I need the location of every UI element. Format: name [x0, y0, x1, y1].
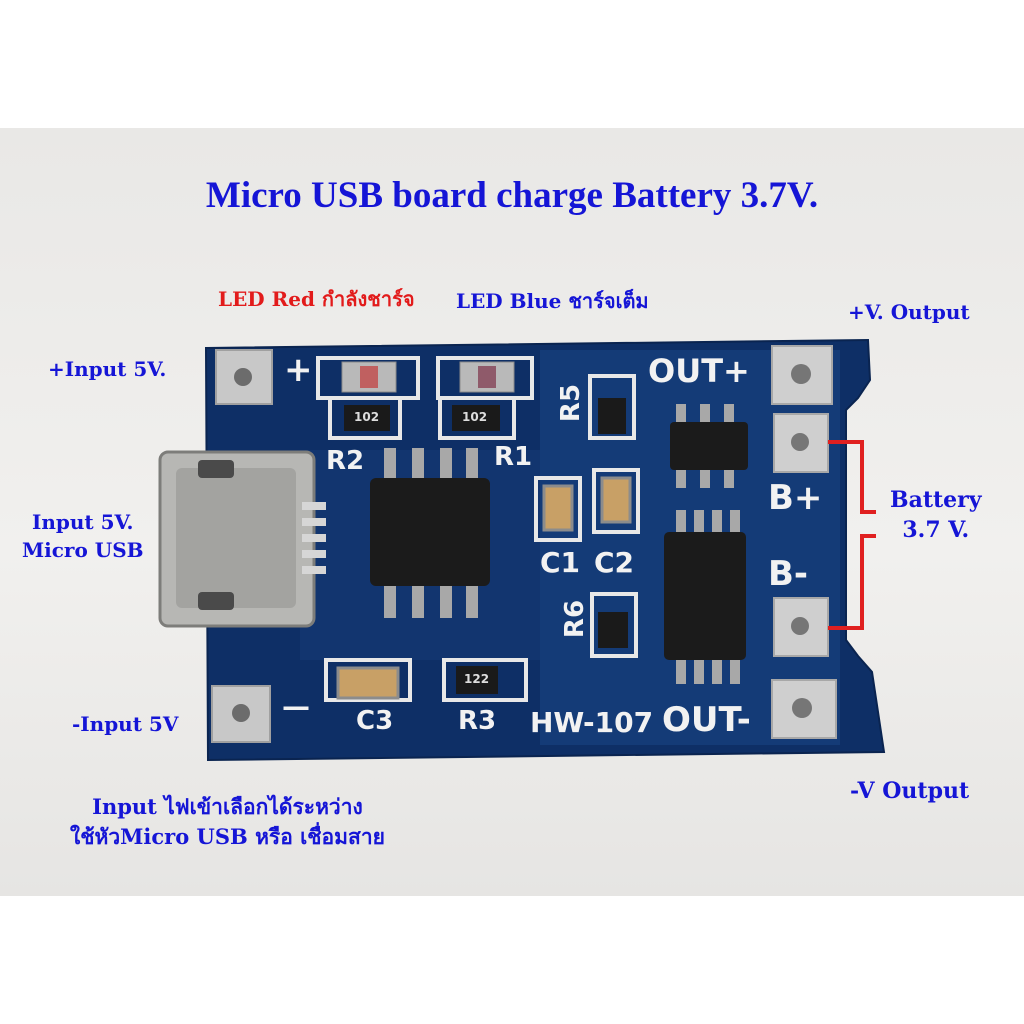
- silk-out-plus: OUT+: [648, 352, 750, 390]
- battery-line1: Battery: [890, 487, 982, 513]
- ic-mosfet-chip: [664, 510, 746, 684]
- pad-hole: [792, 698, 812, 718]
- pad-hole: [791, 617, 809, 635]
- pad-hole: [234, 368, 252, 386]
- resistor-code: 122: [464, 672, 490, 686]
- silk-outline: [438, 396, 516, 440]
- resistor-r6: [598, 612, 628, 648]
- led-red-label: LED Red กำลังชาร์จ: [218, 287, 415, 311]
- resistor-r2: [344, 405, 390, 431]
- silk-outline: [588, 374, 636, 440]
- silk-outline: [590, 592, 638, 658]
- silk-b-plus: B+: [768, 478, 823, 518]
- silk-outline: [328, 396, 402, 440]
- capacitor-c3: [336, 666, 400, 700]
- battery-bracket: [828, 440, 876, 630]
- silk-b-minus: B-: [768, 554, 809, 594]
- silk-c1: C1: [540, 546, 581, 579]
- v-output-minus-label: -V Output: [850, 778, 970, 804]
- v-output-plus-label: +V. Output: [848, 300, 970, 324]
- input-note-line2: ใช้หัวMicro USB หรือ เชื่อมสาย: [70, 824, 385, 849]
- silk-out-minus: OUT-: [662, 700, 751, 740]
- silk-minus: —: [282, 690, 310, 723]
- silk-outline: [324, 658, 412, 702]
- resistor-r5: [598, 398, 626, 434]
- ic-main-chip: [370, 448, 490, 618]
- silk-c3: C3: [356, 706, 394, 736]
- capacitor-c2: [600, 476, 632, 524]
- capacitor-c1: [542, 484, 574, 532]
- led-blue-label: LED Blue ชาร์จเต็ม: [456, 289, 649, 313]
- input-plus-label: +Input 5V.: [48, 357, 167, 381]
- input-usb-label: Input 5V. Micro USB: [22, 508, 144, 564]
- led-blue-lens: [478, 366, 496, 388]
- battery-label: Battery 3.7 V.: [890, 485, 982, 545]
- silk-r2: R2: [326, 446, 365, 476]
- pad-hole: [791, 364, 811, 384]
- pad-hole: [791, 433, 809, 451]
- silk-r6: R6: [560, 599, 591, 639]
- input-minus-label: -Input 5V: [72, 712, 179, 736]
- resistor-r1: [452, 405, 500, 431]
- silk-plus: +: [284, 350, 313, 390]
- led-red-lens: [360, 366, 378, 388]
- resistor-r3: [456, 666, 498, 694]
- input-usb-line2: Micro USB: [22, 538, 144, 562]
- silk-outline: [534, 476, 582, 542]
- micro-usb-connector: [158, 450, 326, 628]
- input-note: Input ไฟเข้าเลือกได้ระหว่าง ใช้หัวMicro …: [70, 792, 385, 852]
- silk-outline: [442, 658, 528, 702]
- pad-hole: [232, 704, 250, 722]
- silk-r3: R3: [458, 706, 497, 736]
- silk-r1: R1: [494, 442, 533, 472]
- ic-protection-chip: [670, 404, 748, 488]
- input-note-line1: Input ไฟเข้าเลือกได้ระหว่าง: [92, 794, 363, 819]
- page-title: Micro USB board charge Battery 3.7V.: [205, 175, 819, 216]
- resistor-code: 102: [354, 410, 380, 424]
- silk-c2: C2: [594, 546, 635, 579]
- silk-outline: [592, 468, 640, 534]
- input-usb-line1: Input 5V.: [32, 510, 134, 534]
- silk-r5: R5: [556, 383, 587, 423]
- resistor-code: 102: [462, 410, 488, 424]
- battery-line2: 3.7 V.: [902, 517, 970, 543]
- silk-model: HW-107: [530, 706, 654, 739]
